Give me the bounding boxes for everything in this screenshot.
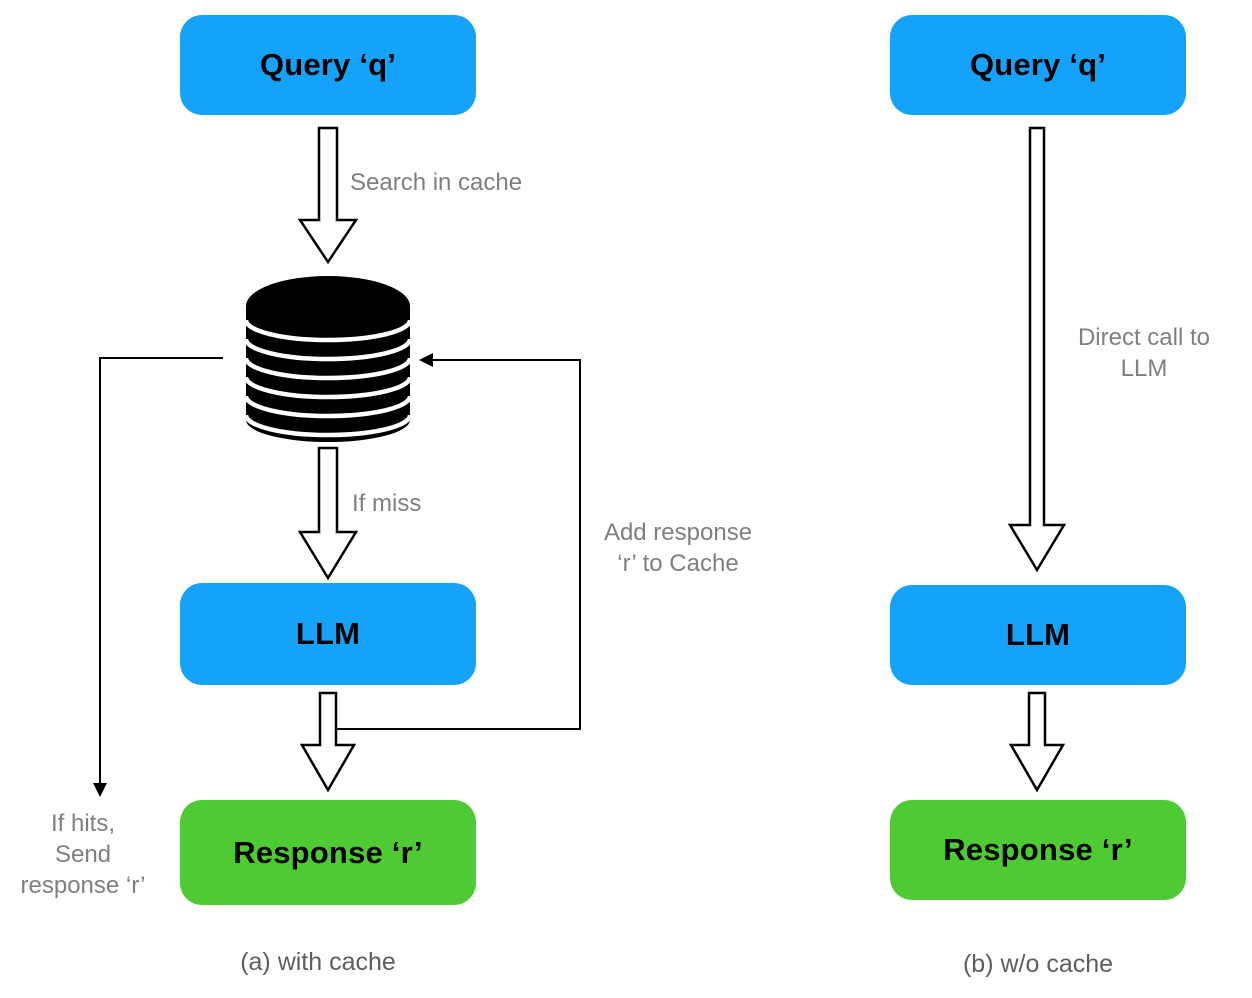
if-hits-edge-label-line1: If hits, bbox=[50, 810, 116, 837]
caption-with-cache: (a) with cache bbox=[240, 948, 396, 976]
add-to-cache-connector-line bbox=[337, 359, 581, 730]
if-hits-edge-label-line2: Send bbox=[54, 841, 112, 868]
if-hits-edge-label: If hits, Send response ‘r’ bbox=[3, 808, 163, 901]
llm-node-b: LLM bbox=[890, 585, 1186, 685]
direct-call-edge-label: Direct call to LLM bbox=[1054, 322, 1234, 384]
query-node-a-label: Query ‘q’ bbox=[259, 47, 397, 82]
direct-call-edge-label-line2: LLM bbox=[1120, 355, 1168, 382]
llm-to-response-arrow-b bbox=[1008, 691, 1066, 793]
caption-wo-cache: (b) w/o cache bbox=[962, 950, 1114, 978]
if-hits-edge-label-line3: response ‘r’ bbox=[20, 872, 146, 899]
database-body bbox=[246, 306, 410, 442]
database-disk-separator bbox=[243, 395, 413, 419]
if-hits-arrowhead bbox=[93, 783, 107, 797]
llm-node-a-label: LLM bbox=[295, 616, 361, 651]
response-node-a: Response ‘r’ bbox=[180, 800, 476, 905]
add-to-cache-edge-label: Add response ‘r’ to Cache bbox=[588, 517, 768, 579]
database-disk-separator bbox=[243, 319, 413, 343]
database-disk-separator bbox=[243, 376, 413, 400]
search-in-cache-arrow bbox=[297, 126, 359, 265]
query-node-b-label: Query ‘q’ bbox=[969, 47, 1107, 82]
llm-node-a: LLM bbox=[180, 583, 476, 685]
add-to-cache-edge-label-line2: ‘r’ to Cache bbox=[617, 550, 739, 577]
llm-node-b-label: LLM bbox=[1005, 617, 1071, 652]
database-disk-separator bbox=[243, 414, 413, 438]
database-disk-separator bbox=[243, 357, 413, 381]
llm-to-response-arrow-a bbox=[299, 691, 357, 793]
cache-database-icon bbox=[243, 276, 413, 442]
add-to-cache-arrowhead bbox=[419, 353, 433, 367]
response-node-b-label: Response ‘r’ bbox=[943, 832, 1133, 867]
direct-call-edge-label-line1: Direct call to bbox=[1077, 324, 1211, 351]
add-to-cache-edge-label-line1: Add response bbox=[603, 519, 753, 546]
miss-edge-label: If miss bbox=[352, 490, 422, 517]
query-node-b: Query ‘q’ bbox=[890, 15, 1186, 115]
database-top-disk bbox=[246, 276, 410, 336]
response-node-b: Response ‘r’ bbox=[890, 800, 1186, 900]
query-node-a: Query ‘q’ bbox=[180, 15, 476, 115]
direct-call-arrow bbox=[1007, 126, 1067, 573]
response-node-a-label: Response ‘r’ bbox=[233, 834, 423, 870]
if-hits-connector-line bbox=[99, 357, 223, 786]
search-edge-label: Search in cache bbox=[350, 169, 523, 196]
if-miss-arrow bbox=[297, 446, 359, 581]
database-disk-separator bbox=[243, 338, 413, 362]
